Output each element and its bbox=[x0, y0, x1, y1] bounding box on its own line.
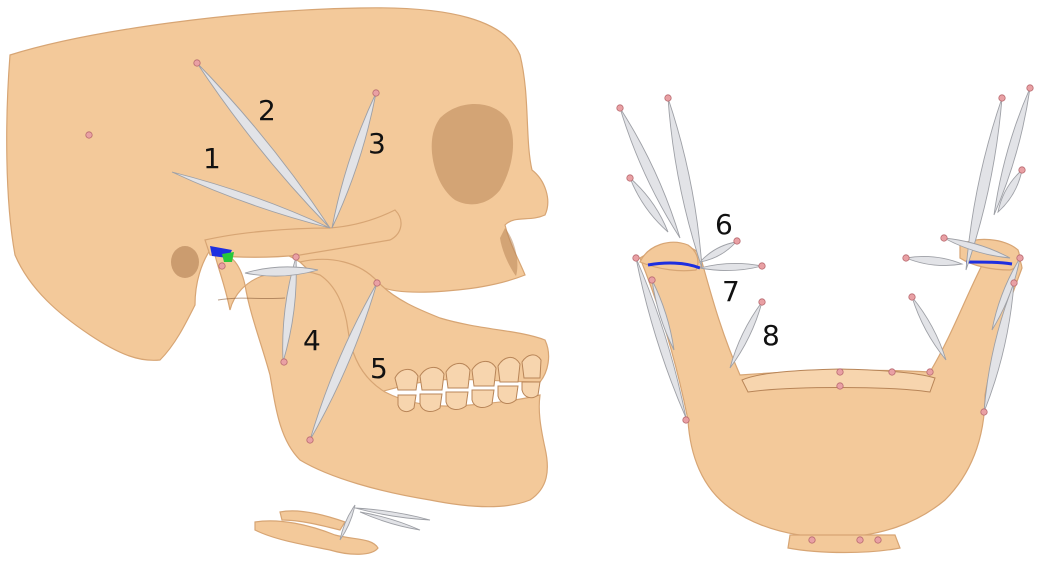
lower-teeth bbox=[397, 381, 541, 413]
attachment-marker-2 bbox=[85, 131, 93, 139]
attachment-marker-19 bbox=[836, 382, 844, 390]
attachment-marker-16 bbox=[758, 298, 766, 306]
muscle-spindle-24 bbox=[943, 237, 1011, 259]
muscle-spindle-12 bbox=[629, 177, 669, 233]
mandible-frontal-view bbox=[639, 238, 1023, 554]
tmj-contact-green bbox=[222, 252, 234, 262]
attachment-marker-12 bbox=[632, 254, 640, 262]
zygomatic-arch bbox=[204, 209, 402, 258]
attachment-marker-25 bbox=[1010, 279, 1018, 287]
attachment-marker-13 bbox=[648, 276, 656, 284]
muscle-spindle-7 bbox=[339, 504, 356, 541]
nasal-aperture bbox=[500, 228, 518, 276]
attachment-marker-31 bbox=[808, 536, 816, 544]
attachment-marker-17 bbox=[682, 416, 690, 424]
attachment-marker-18 bbox=[836, 368, 844, 376]
attachment-marker-24 bbox=[1018, 166, 1026, 174]
label-muscle-1: 1 bbox=[203, 142, 221, 175]
muscle-actuators bbox=[171, 62, 1031, 541]
attachment-marker-20 bbox=[888, 368, 896, 376]
hyoid-bone bbox=[254, 520, 379, 555]
muscle-spindle-25 bbox=[911, 296, 947, 361]
muscle-spindle-17 bbox=[729, 301, 763, 369]
mandible-body-front bbox=[639, 245, 1023, 539]
muscle-spindle-8 bbox=[354, 507, 431, 521]
muscle-spindle-15 bbox=[698, 241, 738, 263]
contact-right-blue bbox=[965, 260, 1013, 266]
muscle-spindle-20 bbox=[997, 168, 1023, 214]
label-muscle-8: 8 bbox=[762, 319, 780, 352]
attachment-marker-6 bbox=[373, 279, 381, 287]
attachment-marker-8 bbox=[218, 262, 226, 270]
cranium bbox=[6, 7, 549, 361]
muscle-spindle-23 bbox=[904, 256, 964, 266]
eye-orbit bbox=[431, 103, 514, 205]
muscle-spindle-14 bbox=[651, 279, 675, 351]
attachment-marker-21 bbox=[926, 368, 934, 376]
muscle-spindle-10 bbox=[619, 107, 681, 239]
muscle-spindle-19 bbox=[993, 87, 1031, 216]
hyoid-bone-upper bbox=[279, 510, 346, 531]
attachment-marker-4 bbox=[292, 253, 300, 261]
skull-lateral-view bbox=[6, 7, 550, 555]
attachment-marker-11 bbox=[626, 174, 634, 182]
attachment-marker-32 bbox=[856, 536, 864, 544]
attachment-marker-29 bbox=[908, 293, 916, 301]
muscle-spindle-18 bbox=[965, 97, 1003, 271]
frontal-teeth bbox=[741, 368, 936, 393]
upper-teeth bbox=[394, 354, 542, 391]
attachment-marker-9 bbox=[616, 104, 624, 112]
label-muscle-7: 7 bbox=[722, 275, 740, 308]
attachment-marker-3 bbox=[372, 89, 380, 97]
attachment-marker-5 bbox=[280, 358, 288, 366]
label-muscle-4: 4 bbox=[303, 324, 321, 357]
attachment-marker-23 bbox=[1026, 84, 1034, 92]
ear-canal bbox=[171, 246, 199, 278]
attachment-marker-27 bbox=[902, 254, 910, 262]
muscle-spindle-5 bbox=[244, 266, 319, 277]
label-muscle-6: 6 bbox=[715, 208, 733, 241]
label-muscle-5: 5 bbox=[370, 352, 388, 385]
attachment-marker-10 bbox=[664, 94, 672, 102]
attachment-marker-7 bbox=[306, 436, 314, 444]
muscle-spindle-16 bbox=[699, 263, 763, 271]
attachment-marker-30 bbox=[980, 408, 988, 416]
contact-left-blue bbox=[647, 261, 701, 270]
attachment-marker-26 bbox=[1016, 254, 1024, 262]
attachment-markers bbox=[85, 59, 1034, 544]
attachment-marker-22 bbox=[998, 94, 1006, 102]
attachment-marker-15 bbox=[758, 262, 766, 270]
muscle-spindle-2 bbox=[171, 171, 331, 229]
attachment-marker-33 bbox=[874, 536, 882, 544]
muscle-spindle-9 bbox=[359, 511, 421, 531]
label-muscle-2: 2 bbox=[258, 94, 276, 127]
attachment-marker-1 bbox=[193, 59, 201, 67]
muscle-spindle-3 bbox=[331, 92, 377, 229]
condyle-line bbox=[217, 297, 286, 301]
attachment-marker-28 bbox=[940, 234, 948, 242]
chin-base bbox=[787, 534, 901, 554]
attachment-marker-14 bbox=[733, 237, 741, 245]
label-muscle-3: 3 bbox=[368, 127, 386, 160]
